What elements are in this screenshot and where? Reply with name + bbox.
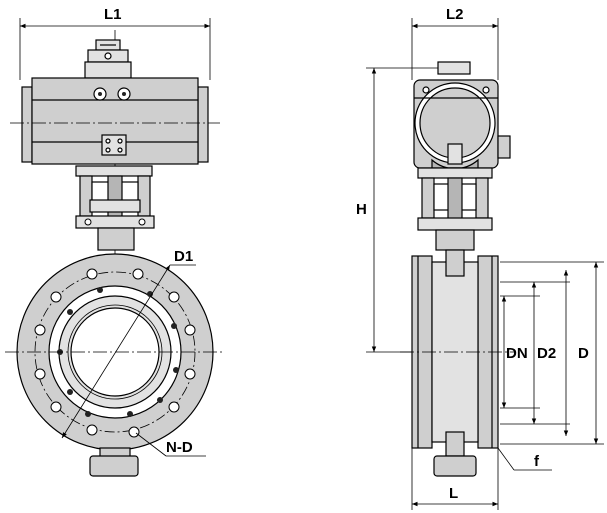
actuator-indicator	[84, 39, 132, 79]
side-view: L2 H	[356, 6, 604, 510]
actuator-body	[10, 77, 220, 165]
side-bracket	[417, 167, 493, 251]
dimension-d1: D1	[61, 248, 196, 439]
label-f: f	[534, 453, 540, 470]
dimension-f: f	[497, 447, 552, 471]
dimension-nd: N-D	[135, 432, 206, 457]
label-h: H	[356, 201, 367, 218]
side-actuator	[413, 61, 511, 170]
dimension-l2: L2	[411, 6, 499, 80]
label-d1: D1	[174, 248, 193, 265]
bracket	[75, 165, 155, 251]
dimension-dn-d2-d: DN D2 D	[500, 261, 604, 445]
label-l: L	[449, 485, 458, 502]
dimension-l: L	[411, 448, 499, 510]
dimension-l1: L1	[19, 6, 211, 80]
label-l2: L2	[446, 6, 464, 23]
label-nd: N-D	[166, 439, 193, 456]
label-d2: D2	[537, 345, 556, 362]
bottom-boss	[89, 447, 139, 477]
front-view: L1	[5, 6, 225, 477]
label-dn: DN	[506, 345, 528, 362]
label-l1: L1	[104, 6, 122, 23]
side-valve-body	[411, 249, 499, 477]
label-d: D	[578, 345, 589, 362]
